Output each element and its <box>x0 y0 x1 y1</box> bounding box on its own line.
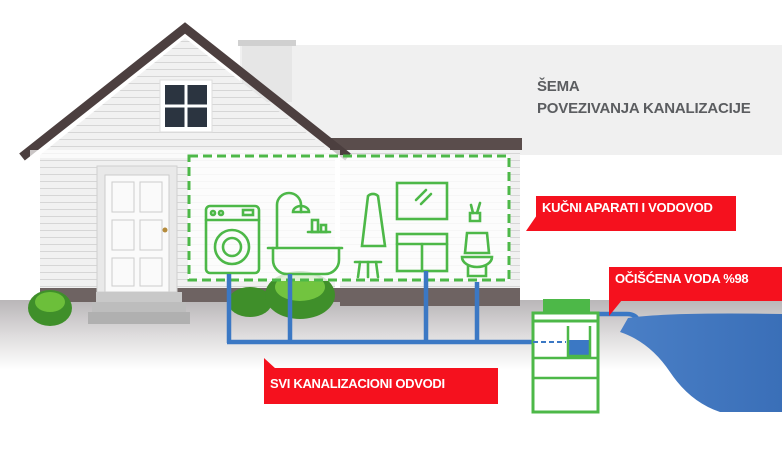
bush <box>228 287 272 317</box>
label-clean-water: OČIŠĆENA VODA %98 <box>609 267 782 301</box>
label-drains: SVI KANALIZACIONI ODVODI <box>264 368 498 404</box>
water-body <box>620 313 782 412</box>
roof <box>19 22 351 161</box>
toilet-icon <box>460 201 494 278</box>
steps <box>96 292 182 302</box>
sink-cabinet-icon <box>395 181 449 273</box>
appliances-area-border <box>187 154 511 282</box>
header-band <box>240 45 782 155</box>
title-line-1: ŠEMA <box>537 78 580 95</box>
treatment-tank-icon <box>531 299 600 414</box>
towel-stand-icon <box>353 192 387 279</box>
label-appliances: KUČNI APARATI I VODOVOD <box>536 196 736 231</box>
bathtub-shower-icon <box>266 191 344 276</box>
washing-machine-icon <box>204 204 261 275</box>
title-line-2: POVEZIVANJA KANALIZACIJE <box>537 100 751 117</box>
